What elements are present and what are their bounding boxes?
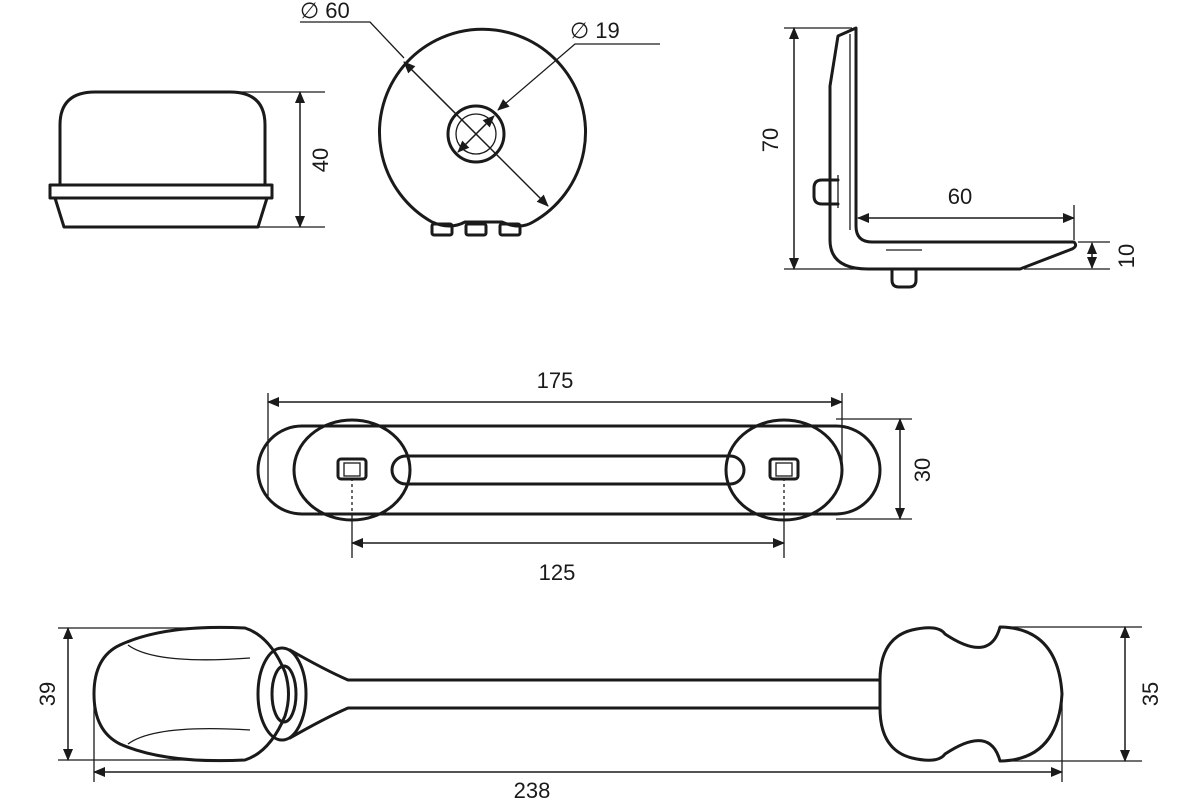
lock-side-view: 39 35 238: [35, 625, 1163, 800]
bracket-side-view: 70 60 10: [758, 26, 1139, 289]
cap-height-label: 40: [308, 148, 333, 172]
lock-connector-lower: [288, 706, 882, 740]
lock-button: [270, 664, 298, 724]
lock-right-height-label: 35: [1138, 682, 1163, 706]
strap-top-view: 175 125 30: [256, 368, 935, 585]
disc-top-view: ∅ 60 ∅ 19: [300, 0, 660, 237]
cap-rim: [48, 183, 274, 200]
strap-outer-band: [256, 424, 882, 516]
lock-handle-curve-top: [127, 644, 251, 661]
bracket-clip-horizontal: [890, 267, 918, 289]
disc-outer-leader: [300, 21, 405, 59]
lock-handle-curve-bottom: [127, 727, 251, 745]
lock-right-end: [878, 625, 1064, 763]
disc-tab-middle: [464, 222, 488, 237]
strap-length-label: 175: [537, 368, 574, 393]
bracket-outline: [828, 26, 1078, 271]
bracket-clip-vertical: [812, 178, 840, 206]
strap-spacing-label: 125: [539, 560, 576, 585]
cap-dome: [58, 90, 267, 187]
strap-width-label: 30: [910, 458, 935, 482]
lock-left-height-label: 39: [35, 682, 60, 706]
strap-right-hole-inner: [775, 462, 793, 477]
bracket-length-label: 60: [948, 184, 972, 209]
lock-button-ring: [256, 646, 308, 742]
lock-connector-upper: [288, 648, 882, 682]
disc-tab-right: [498, 222, 522, 237]
lock-length-label: 238: [514, 778, 551, 800]
disc-tab-left: [430, 222, 454, 237]
disc-hole-dim-line: [457, 115, 495, 153]
disc-outer-diameter-label: ∅ 60: [300, 0, 350, 23]
lock-left-handle: [92, 625, 290, 763]
strap-left-hole-inner: [343, 462, 361, 477]
bracket-height-label: 70: [758, 128, 783, 152]
strap-center-slot: [390, 454, 746, 486]
disc-hole-leader: [497, 43, 660, 111]
cap-side-view: 40: [48, 90, 333, 229]
bracket-thickness-label: 10: [1114, 244, 1139, 268]
cap-base: [53, 196, 269, 229]
disc-hole-diameter-label: ∅ 19: [570, 18, 620, 43]
